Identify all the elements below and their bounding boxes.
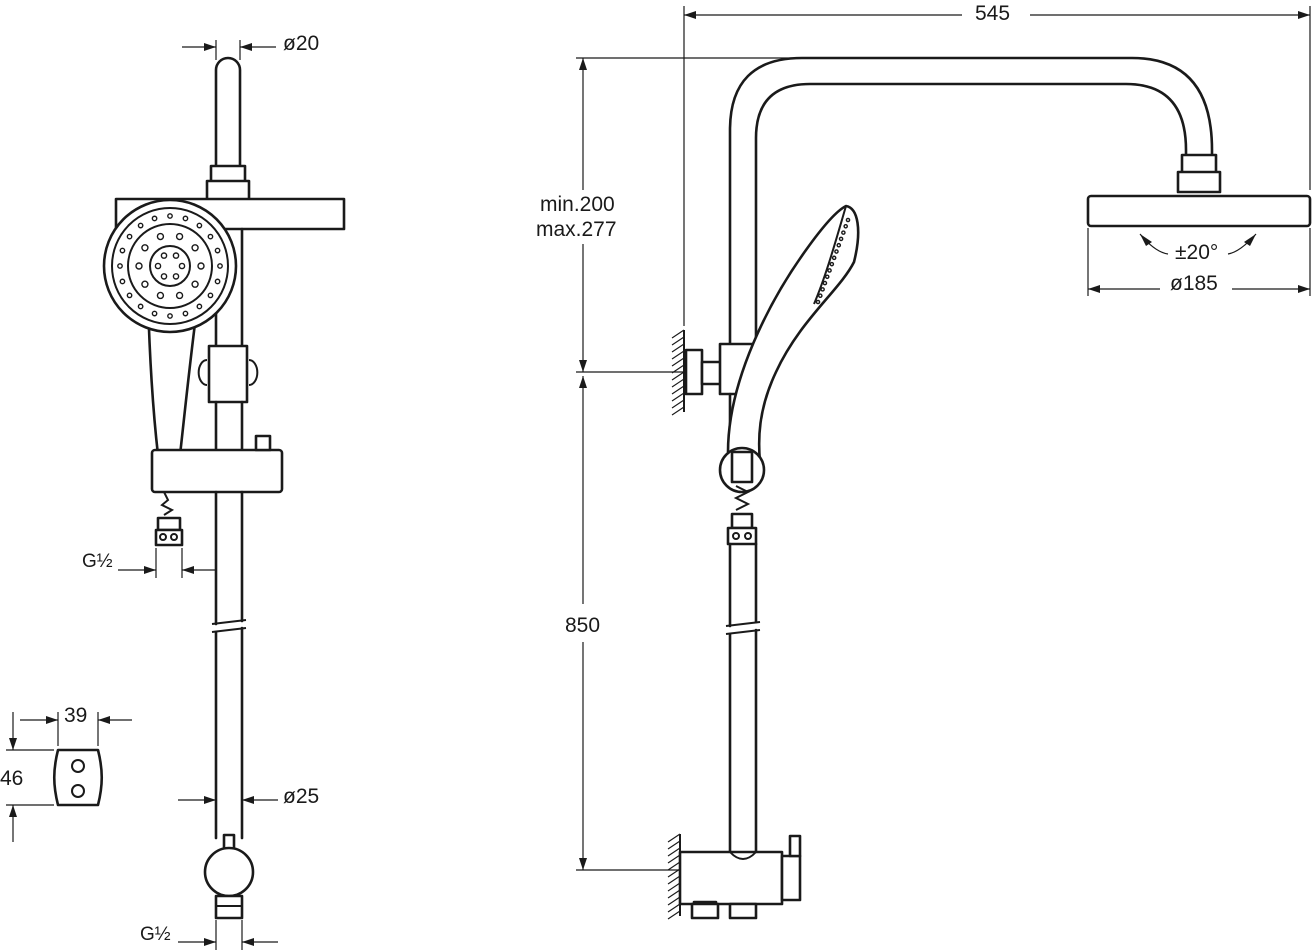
side-view (667, 56, 1312, 920)
dim-lower-pipe-diameter: ø25 (283, 785, 319, 808)
side-hand-shower (726, 204, 860, 464)
front-mixer-knob (203, 846, 255, 898)
side-dimensions: 545 min.200 max.277 850 ±20° ø185 (536, 2, 1311, 871)
front-valve-body (150, 448, 284, 494)
dim-overall-projection: 545 (975, 2, 1010, 25)
wall-bracket-detail: 39 46 (0, 704, 132, 842)
front-hand-shower (102, 198, 238, 457)
dim-head-diameter: ø185 (1170, 272, 1218, 295)
front-hose-connector (156, 516, 182, 532)
dim-tilt-angle: ±20° (1175, 241, 1218, 264)
front-head-nut (209, 164, 247, 184)
dim-handshower-connection: G½ (82, 551, 113, 572)
dim-bracket-height: 46 (0, 767, 23, 790)
dim-bracket-width: 39 (64, 704, 87, 727)
front-upper-pipe (214, 56, 242, 170)
side-mixer-body (678, 850, 784, 906)
dim-upper-pipe-diameter: ø20 (283, 32, 319, 55)
front-view (102, 56, 346, 920)
side-overhead-shower (1086, 194, 1312, 228)
front-column-lower (214, 490, 244, 840)
dim-height-min: min.200 (540, 193, 615, 216)
front-slider (207, 344, 249, 404)
dim-height-max: max.277 (536, 218, 617, 241)
side-overhead-arm (728, 56, 1214, 346)
dim-inlet-connection: G½ (140, 924, 171, 945)
wall-bracket (52, 748, 104, 807)
dim-column-height: 850 (565, 614, 600, 637)
front-dimensions: ø20 G½ ø25 G½ (82, 32, 319, 950)
